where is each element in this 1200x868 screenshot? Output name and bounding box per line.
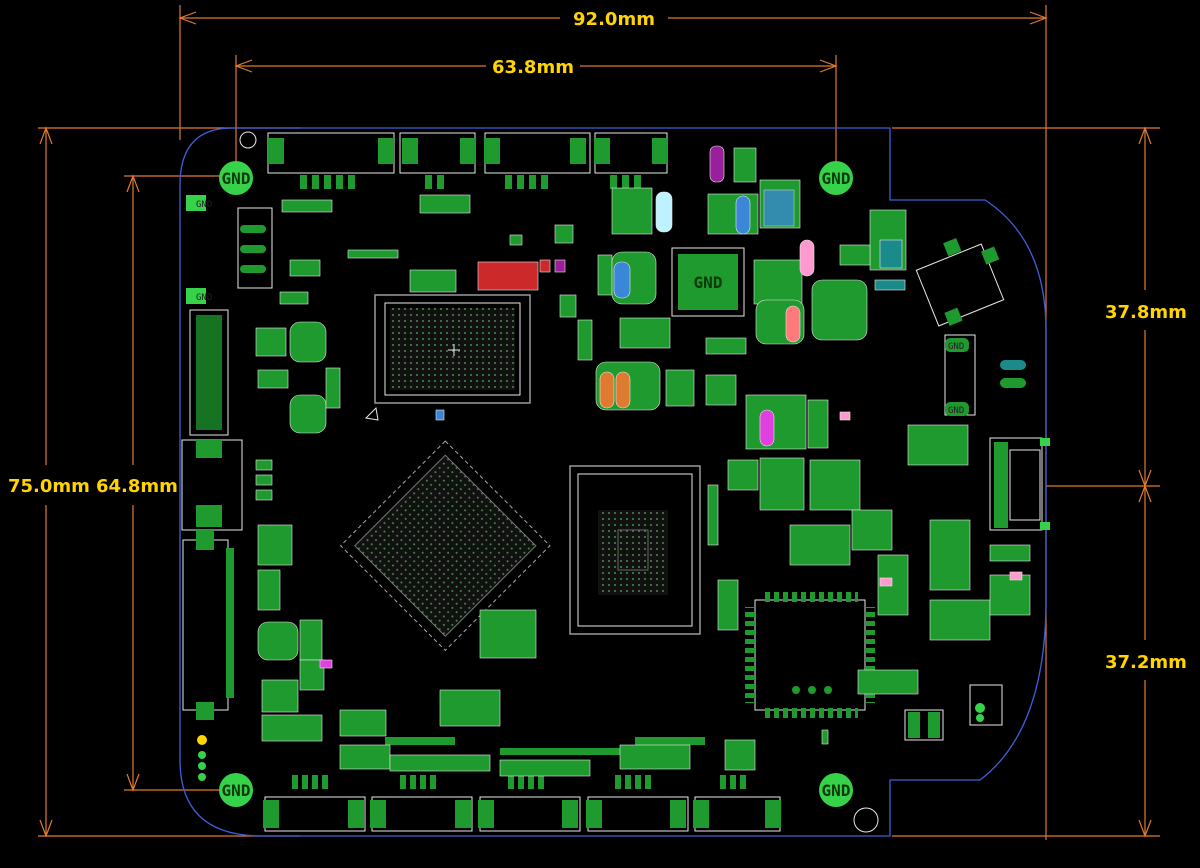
dim-total-width: 92.0mm bbox=[573, 9, 655, 30]
dim-hole-width: 63.8mm bbox=[492, 57, 574, 78]
smd-components bbox=[255, 179, 1031, 777]
mounting-holes bbox=[219, 131, 879, 833]
mounting-hole-bottom-left bbox=[219, 773, 253, 807]
gnd-label-top-left: GND bbox=[222, 169, 251, 188]
dim-lower-right-height: 37.2mm bbox=[1105, 652, 1187, 673]
board-outline bbox=[179, 127, 1047, 837]
gnd-label-top-right: GND bbox=[822, 169, 851, 188]
gnd-label-bottom-left: GND bbox=[222, 781, 251, 800]
gnd-chip-label: GND bbox=[694, 273, 723, 292]
mounting-hole-bottom-right bbox=[819, 773, 853, 807]
main-chips: GND bbox=[339, 247, 875, 718]
gnd-pad-label-3: GND bbox=[948, 342, 964, 352]
dim-upper-right-height: 37.8mm bbox=[1105, 302, 1187, 323]
bottom-connector-pads bbox=[263, 737, 781, 828]
gnd-label-bottom-right: GND bbox=[822, 781, 851, 800]
top-connector-pads bbox=[268, 138, 668, 189]
dim-hole-height: 64.8mm bbox=[96, 476, 178, 497]
gnd-pad-label-4: GND bbox=[948, 406, 964, 416]
mounting-hole-top-right bbox=[819, 161, 853, 195]
gnd-pad-label-1: GND bbox=[196, 200, 212, 210]
right-connectors bbox=[904, 238, 1050, 741]
dim-total-height: 75.0mm bbox=[8, 476, 90, 497]
mounting-hole-top-left bbox=[219, 161, 253, 195]
colored-components bbox=[319, 145, 1023, 669]
left-connectors bbox=[181, 195, 273, 781]
gnd-pad-label-2: GND bbox=[196, 293, 212, 303]
